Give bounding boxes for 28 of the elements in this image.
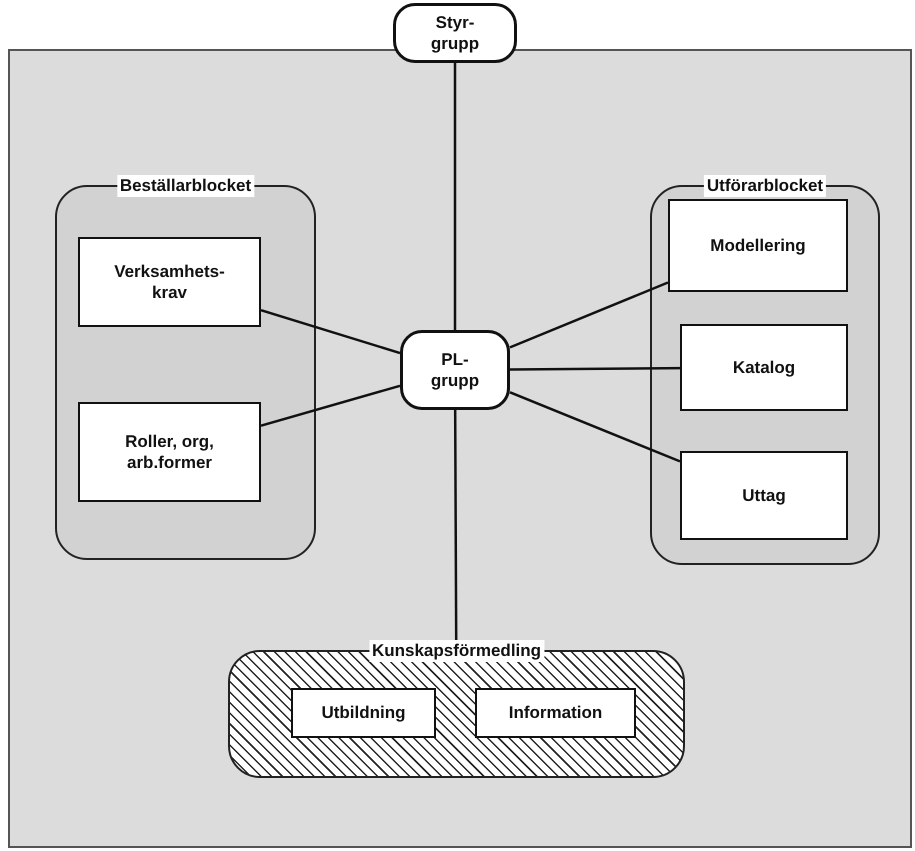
group-heading: Beställarblocket: [116, 175, 254, 197]
process-box: [78, 237, 261, 327]
connector-line: [260, 384, 400, 427]
connector-line: [454, 410, 458, 640]
box-label: Katalog: [732, 356, 796, 379]
connector-line: [510, 366, 680, 371]
box-label: Uttag: [741, 484, 787, 507]
box-label: Styr- grupp: [430, 12, 480, 55]
process-box: [668, 199, 848, 292]
process-box: [680, 451, 848, 540]
process-box: [291, 688, 436, 738]
process-box: [78, 402, 261, 502]
connector-line: [454, 63, 456, 330]
connector-line: [510, 391, 680, 463]
process-box: [680, 324, 848, 411]
connector-line: [510, 281, 668, 349]
rounded-box: [393, 3, 517, 63]
group-heading: Utförarblocket: [704, 175, 826, 197]
connector-line: [260, 309, 400, 354]
box-label: Modellering: [709, 234, 807, 257]
process-box: [475, 688, 636, 738]
box-label: Utbildning: [320, 702, 407, 724]
box-label: Roller, org, arb.former: [124, 430, 215, 474]
box-label: Information: [508, 702, 604, 724]
box-label: Verksamhets- krav: [113, 260, 226, 304]
rounded-box: [400, 330, 510, 410]
box-label: PL- grupp: [430, 348, 480, 392]
group-heading: Kunskapsförmedling: [368, 640, 544, 662]
